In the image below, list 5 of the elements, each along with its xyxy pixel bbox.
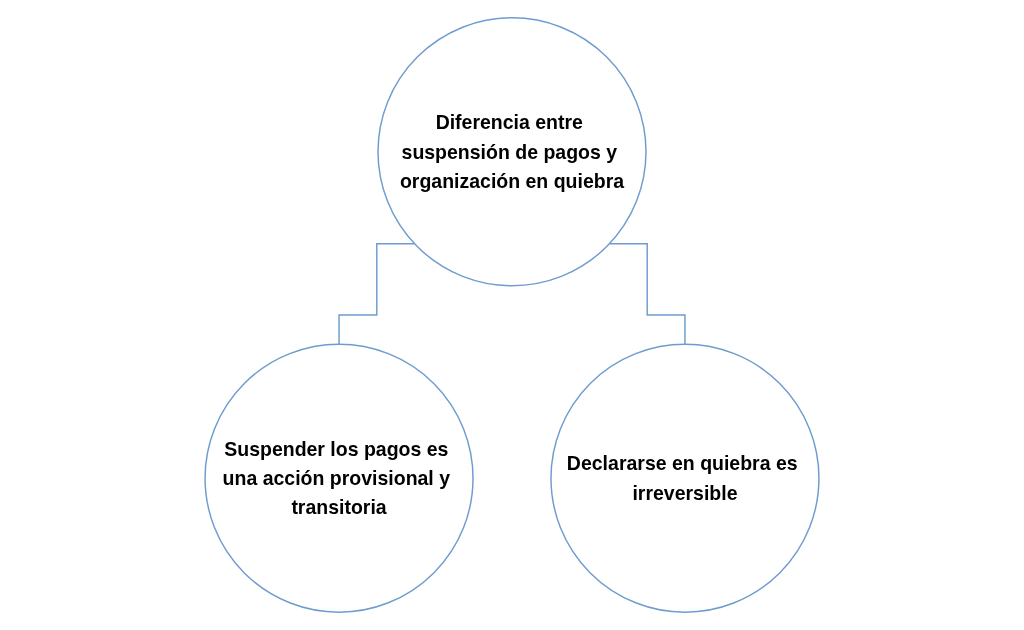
node-circle: Suspender los pagos es una acción provisional y transitoria	[204, 343, 474, 613]
node-circle: Declararse en quiebra es irreversible	[550, 343, 820, 613]
connector	[338, 243, 416, 345]
node-circle: Diferencia entre suspensión de pagos y organización en quiebra	[377, 17, 647, 287]
connector	[608, 243, 686, 345]
